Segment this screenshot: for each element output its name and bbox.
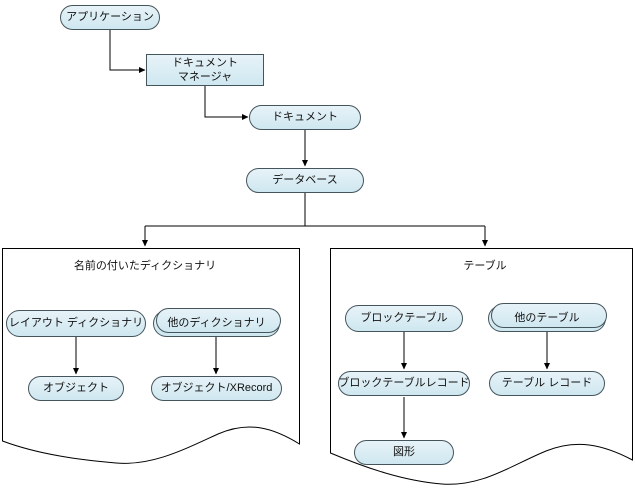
container-title-tables: テーブル xyxy=(463,260,507,272)
node-other-tables: 他のテーブル xyxy=(488,305,606,332)
edge-document-manager-to-document xyxy=(204,86,249,120)
node-block-table: ブロックテーブル xyxy=(345,305,463,332)
node-application: アプリケーション xyxy=(60,5,160,30)
node-document-manager: ドキュメント マネージャ xyxy=(146,54,264,86)
container-title-named-dictionaries: 名前の付いたディクショナリ xyxy=(73,260,217,272)
node-table-record: テーブル レコード xyxy=(489,371,605,396)
node-document: ドキュメント xyxy=(249,105,361,130)
node-object-xrecord: オブジェクト/XRecord xyxy=(151,376,282,401)
node-document-manager-line2: マネージャ xyxy=(177,71,233,83)
node-entity: 図形 xyxy=(354,440,454,465)
node-database: データベース xyxy=(246,168,364,193)
container-named-dictionaries-shape xyxy=(2,248,300,464)
node-object: オブジェクト xyxy=(28,376,124,401)
edge-application-to-document-manager xyxy=(109,30,146,73)
edge-database-branch xyxy=(145,193,485,227)
node-other-dictionaries: 他のディクショナリ xyxy=(153,310,280,337)
node-block-table-record: ブロックテーブルレコード xyxy=(338,371,470,396)
node-document-manager-line1: ドキュメント xyxy=(172,56,238,69)
node-layout-dictionary: レイアウト ディクショナリ xyxy=(6,310,146,337)
